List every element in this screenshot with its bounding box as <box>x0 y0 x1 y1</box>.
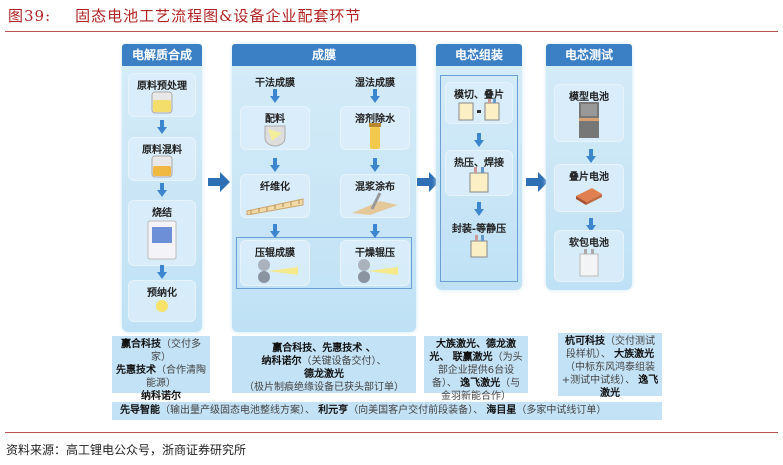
cell-stack-icon <box>458 99 500 121</box>
roller-press-icon <box>258 259 298 283</box>
bulb-icon <box>156 300 168 312</box>
note-assembly-vendors: 大族激光、德龙激光、 联赢激光（为头部企业提供6台设备）、 逸飞激光（与金羽新能… <box>424 336 528 402</box>
column-header: 电芯组装 <box>436 44 522 66</box>
right-arrow-icon <box>526 172 548 192</box>
step-box: 模型电池 <box>554 84 624 142</box>
step-box: 原料混料 <box>128 137 196 181</box>
down-arrow-icon <box>586 149 596 163</box>
model-cell-icon <box>579 102 599 138</box>
column-film-forming: 成膜 干法成膜 湿法成膜 配料 溶剂除水 纤维化 混浆涂布 压辊成膜 干燥辊压 <box>232 44 416 332</box>
pouch-cell-icon <box>469 167 489 193</box>
column-electrolyte-synthesis: 电解质合成 原料预处理 原料混料 烧结 预纳化 <box>122 44 202 332</box>
beaker-icon <box>151 91 173 114</box>
down-arrow-icon <box>474 202 484 216</box>
down-arrow-icon <box>270 89 280 103</box>
step-box: 封装-等静压 <box>445 217 513 265</box>
note-electrolyte-vendors: 赢合科技（交付多家） 先惠技术（合作清陶能源） 纳科诺尔 <box>112 336 210 402</box>
down-arrow-icon <box>157 265 167 279</box>
note-testing-vendors: 杭可科技（交付测试段样机）、 大族激光（中标东风鸿泰组装+测试中试线）、 逸飞激… <box>558 333 662 399</box>
down-arrow-icon <box>270 158 280 172</box>
down-arrow-icon <box>370 158 380 172</box>
down-arrow-icon <box>370 224 380 238</box>
step-box: 干燥辊压 <box>340 240 410 286</box>
down-arrow-icon <box>370 89 380 103</box>
column-cell-testing: 电芯测试 模型电池 叠片电池 软包电池 <box>546 44 632 290</box>
down-arrow-icon <box>157 120 167 134</box>
title-rule <box>5 31 778 32</box>
step-box: 溶剂除水 <box>340 106 410 150</box>
right-arrow-icon <box>417 172 439 192</box>
vial-icon <box>369 123 381 149</box>
column-header: 成膜 <box>232 44 416 66</box>
step-box: 烧结 <box>128 200 196 266</box>
coating-icon <box>352 192 398 215</box>
step-box: 压辊成膜 <box>240 240 310 286</box>
step-box: 纤维化 <box>240 174 310 218</box>
right-arrow-icon <box>208 172 230 192</box>
furnace-icon <box>147 220 177 260</box>
pouch-battery-icon <box>579 249 599 277</box>
drying-roller-icon <box>358 259 398 283</box>
down-arrow-icon <box>270 224 280 238</box>
stacked-cell-icon <box>576 188 602 205</box>
step-box: 叠片电池 <box>554 164 624 212</box>
fiber-film-icon <box>246 198 304 215</box>
down-arrow-icon <box>157 183 167 197</box>
step-box: 模切、叠片 <box>445 82 513 124</box>
column-cell-assembly: 电芯组装 模切、叠片 热压、焊接 封装-等静压 <box>436 44 522 290</box>
mixing-beaker-icon <box>151 155 173 178</box>
step-box: 软包电池 <box>554 230 624 282</box>
source-note: 资料来源：高工锂电公众号，浙商证券研究所 <box>6 443 247 457</box>
column-header: 电芯测试 <box>546 44 632 66</box>
down-arrow-icon <box>586 218 596 232</box>
rolling-frame <box>236 237 412 289</box>
step-box: 预纳化 <box>128 280 196 322</box>
mixer-bowl-icon <box>264 125 286 147</box>
sealed-cell-icon <box>470 235 488 258</box>
source-rule <box>5 432 778 433</box>
note-full-line-vendors: 先导智能（输出量产级固态电池整线方案）、 利元亨（向美国客户交付前段装备）、 海… <box>112 402 662 420</box>
step-box: 热压、焊接 <box>445 150 513 196</box>
step-box: 混浆涂布 <box>340 174 410 218</box>
down-arrow-icon <box>474 133 484 147</box>
wet-process-label: 湿法成膜 <box>355 78 395 89</box>
column-header: 电解质合成 <box>122 44 202 66</box>
step-box: 配料 <box>240 106 310 150</box>
assembly-frame <box>440 75 518 282</box>
note-film-vendors: 赢合科技、先惠技术 、 纳科诺尔（关键设备交付）、 德龙激光 （极片制痕绝缘设备… <box>232 336 416 393</box>
step-box: 原料预处理 <box>128 73 196 117</box>
figure-title: 图39:固态电池工艺流程图&设备企业配套环节 <box>8 7 362 25</box>
dry-process-label: 干法成膜 <box>255 78 295 89</box>
